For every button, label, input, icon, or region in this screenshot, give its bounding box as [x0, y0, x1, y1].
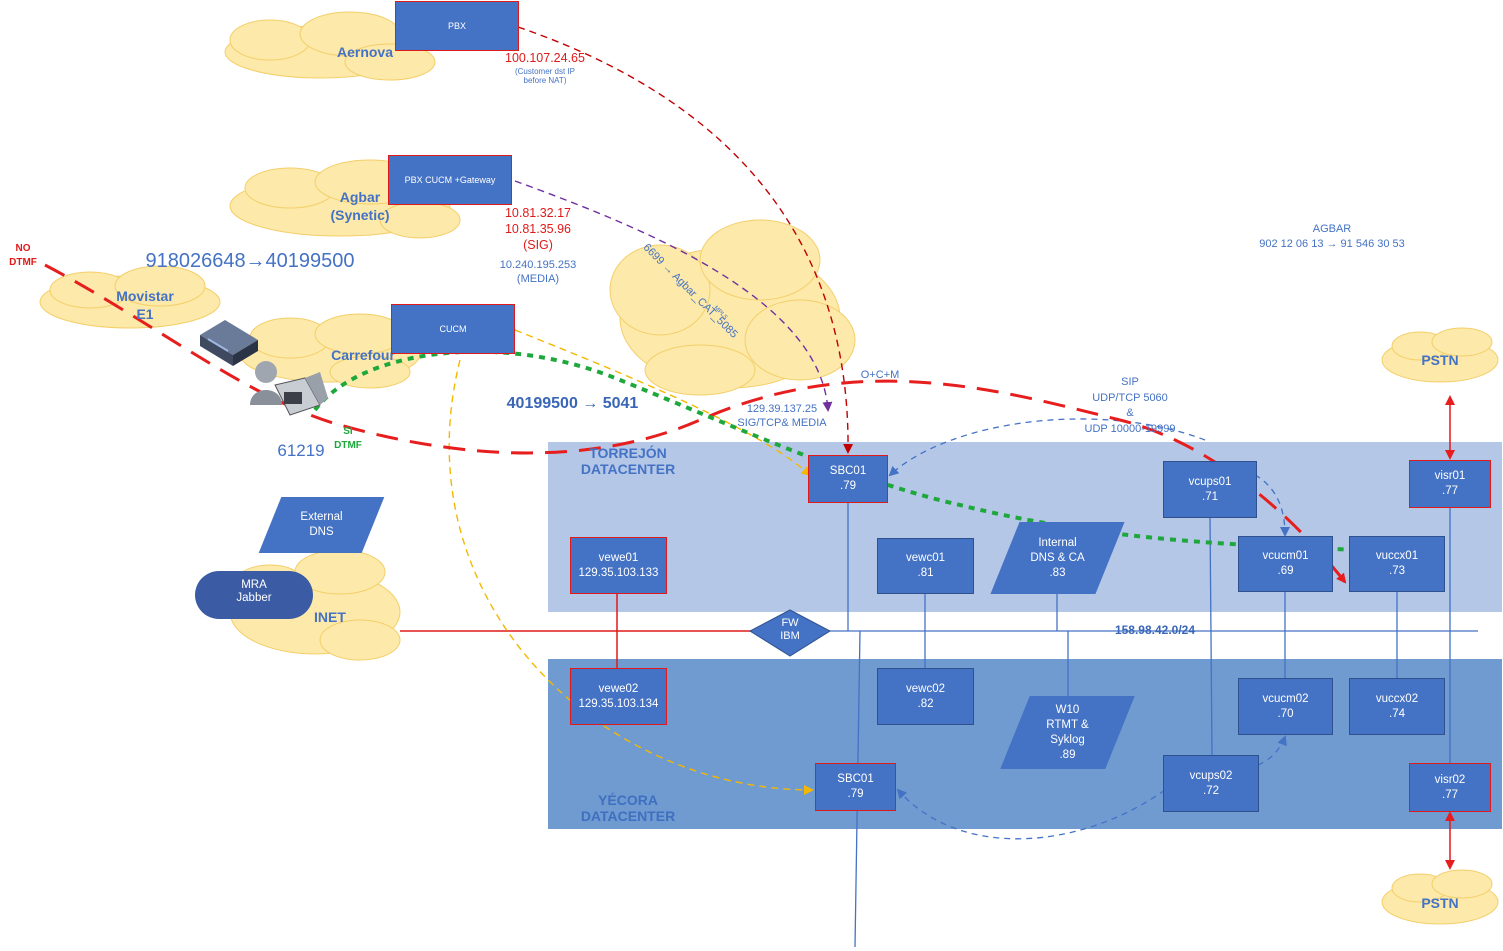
vewc01-node: vewc01 .81: [877, 538, 974, 594]
pstn-top-label: PSTN: [1421, 352, 1459, 368]
external-dns-label: External DNS: [300, 511, 343, 538]
internal-dns-node: Internal DNS & CA .83: [990, 522, 1125, 594]
mra-jabber-label: MRA Jabber: [236, 579, 272, 605]
aernova-cloud: [224, 11, 436, 81]
agbar-number: AGBAR 902 12 06 13 → 91 546 30 53: [1259, 223, 1405, 250]
sbc01-torrejon-node: SBC01 .79: [808, 455, 888, 503]
movistar-cloud: [39, 265, 221, 329]
vuccx02-node: vuccx02 .74: [1349, 678, 1445, 735]
w10-node: W10 RTMT & Syklog .89: [1000, 696, 1135, 769]
external-dns-node: External DNS: [258, 497, 385, 553]
w10-label: W10 RTMT & Syklog .89: [1046, 703, 1089, 761]
agbar-label: Agbar (Synetic): [330, 189, 390, 223]
movistar-number: 918026648→40199500: [145, 250, 355, 272]
sbc01-yecora-node: SBC01 .79: [815, 763, 896, 811]
vcucm02-node: vcucm02 .70: [1238, 678, 1333, 735]
vuccx01-node: vuccx01 .73: [1349, 536, 1445, 592]
visr01-node: visr01 .77: [1409, 460, 1491, 508]
cucm-sbc-flow: [505, 322, 812, 477]
aernova-flow: [517, 26, 854, 454]
pstn-bottom-cloud: [1381, 869, 1499, 925]
agbar-flow: [514, 180, 833, 412]
vcucm01-node: vcucm01 .69: [1238, 536, 1333, 592]
inet-label: INET: [314, 609, 346, 625]
aernova-label: Aernova: [336, 44, 394, 60]
subnet-label: 158.98.42.0/24: [1114, 623, 1196, 637]
visr02-node: visr02 .77: [1409, 763, 1491, 812]
vcups01-node: vcups01 .71: [1163, 461, 1257, 518]
agbar-sig-ips: 10.81.32.17 10.81.35.96 (SIG): [504, 206, 572, 252]
carrefour-label: Carrefour: [331, 347, 395, 363]
sig-media-ip: 129.39.137.25 SIG/TCP& MEDIA: [737, 403, 827, 429]
vewe02-node: vewe02 129.35.103.134: [570, 668, 667, 725]
movistar-red-flow: [44, 263, 1347, 584]
mra-jabber-shape: [195, 571, 313, 619]
fw-ibm-label: FW IBM: [780, 617, 800, 642]
extension-61219: 61219: [277, 441, 325, 460]
torrejon-datacenter-label: TORREJÓN DATACENTER: [580, 445, 676, 478]
yecora-datacenter-label: YÉCORA DATACENTER: [580, 792, 676, 825]
aernova-note: (Customer dst IP before NAT): [514, 67, 575, 86]
vcups02-vcucm02-flow: [1257, 735, 1287, 766]
vcups-vcucm-flow: [1244, 469, 1290, 537]
fw-ibm-diamond: [748, 609, 832, 657]
agbar-media-ip: 10.240.195.253 (MEDIA): [499, 259, 577, 285]
vewc02-node: vewc02 .82: [877, 668, 974, 725]
vewe01-node: vewe01 129.35.103.133: [570, 537, 667, 594]
ocm-label: O+C+M: [860, 369, 900, 381]
sip-ports-label: SIP UDP/TCP 5060 & UDP 10000-19999: [1084, 376, 1176, 435]
carrefour-number: 40199500 → 5041: [506, 395, 639, 412]
vcups02-node: vcups02 .72: [1163, 755, 1259, 812]
movistar-label: Movistar E1: [116, 288, 174, 322]
pstn-top-cloud: [1381, 327, 1499, 383]
vcups-sbc-flow: [888, 418, 1206, 477]
cucm-node: CUCM: [391, 304, 515, 354]
user-phone-icon: [250, 361, 328, 416]
pbx-cucm-gateway-node: PBX CUCM +Gateway: [388, 155, 512, 205]
aernova-ip: 100.107.24.65: [505, 51, 585, 65]
si-dtmf-label: SI DTMF: [334, 426, 362, 451]
pbx-node: PBX: [395, 1, 519, 51]
router-icon: [200, 320, 258, 366]
internal-dns-label: Internal DNS & CA .83: [1030, 536, 1085, 579]
pstn-bottom-label: PSTN: [1421, 895, 1459, 911]
carrefour-cloud: [239, 313, 421, 389]
vcups02-sbc-flow: [896, 788, 1166, 840]
no-dtmf-label: NO DTMF: [9, 243, 37, 268]
cucm-sbc-yecora-flow: [448, 359, 814, 795]
vcups-link: [1209, 517, 1213, 756]
